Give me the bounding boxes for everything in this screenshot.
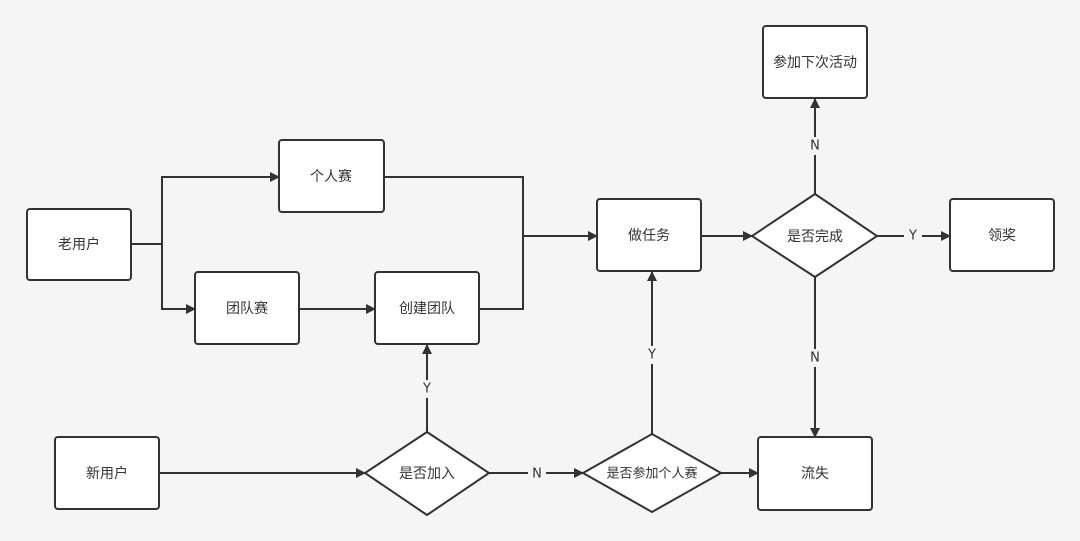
node-next-activity[interactable]: 参加下次活动 bbox=[762, 25, 868, 99]
node-reward[interactable]: 领奖 bbox=[949, 198, 1055, 272]
node-do-task[interactable]: 做任务 bbox=[596, 198, 702, 272]
node-team[interactable]: 团队赛 bbox=[194, 271, 300, 345]
label-complete-no-up: N bbox=[810, 139, 820, 154]
label-complete-yes: Y bbox=[908, 229, 917, 244]
node-churn-label: 流失 bbox=[801, 466, 829, 482]
node-is-join[interactable]: 是否加入 bbox=[363, 430, 491, 517]
edge-old-user-to-individual bbox=[131, 172, 280, 245]
label-individual-yes: Y bbox=[647, 348, 656, 363]
node-create-team[interactable]: 创建团队 bbox=[374, 271, 480, 345]
node-individual-label: 个人赛 bbox=[310, 169, 352, 185]
node-is-individual[interactable]: 是否参加个人赛 bbox=[580, 432, 724, 514]
label-join-yes: Y bbox=[422, 382, 431, 397]
node-is-individual-label: 是否参加个人赛 bbox=[606, 466, 697, 482]
node-is-join-label: 是否加入 bbox=[399, 466, 455, 482]
edge-labels: N Y N Y N Y bbox=[418, 137, 922, 482]
node-new-user-label: 新用户 bbox=[86, 465, 128, 482]
edge-individual-merge bbox=[384, 176, 524, 236]
node-reward-label: 领奖 bbox=[988, 227, 1016, 244]
node-individual[interactable]: 个人赛 bbox=[278, 139, 385, 213]
node-old-user-label: 老用户 bbox=[58, 236, 100, 253]
node-new-user[interactable]: 新用户 bbox=[54, 436, 160, 510]
node-next-activity-label: 参加下次活动 bbox=[773, 54, 857, 71]
node-is-complete[interactable]: 是否完成 bbox=[750, 192, 879, 279]
node-is-complete-label: 是否完成 bbox=[787, 229, 843, 245]
node-do-task-label: 做任务 bbox=[628, 228, 670, 244]
edge-old-user-to-team bbox=[161, 244, 196, 314]
node-team-label: 团队赛 bbox=[226, 301, 268, 317]
edge-create-team-merge bbox=[479, 236, 524, 310]
label-complete-no-down: N bbox=[810, 351, 820, 366]
node-churn[interactable]: 流失 bbox=[757, 436, 873, 511]
label-join-no: N bbox=[532, 467, 542, 482]
node-old-user[interactable]: 老用户 bbox=[26, 208, 132, 281]
node-create-team-label: 创建团队 bbox=[399, 301, 455, 317]
